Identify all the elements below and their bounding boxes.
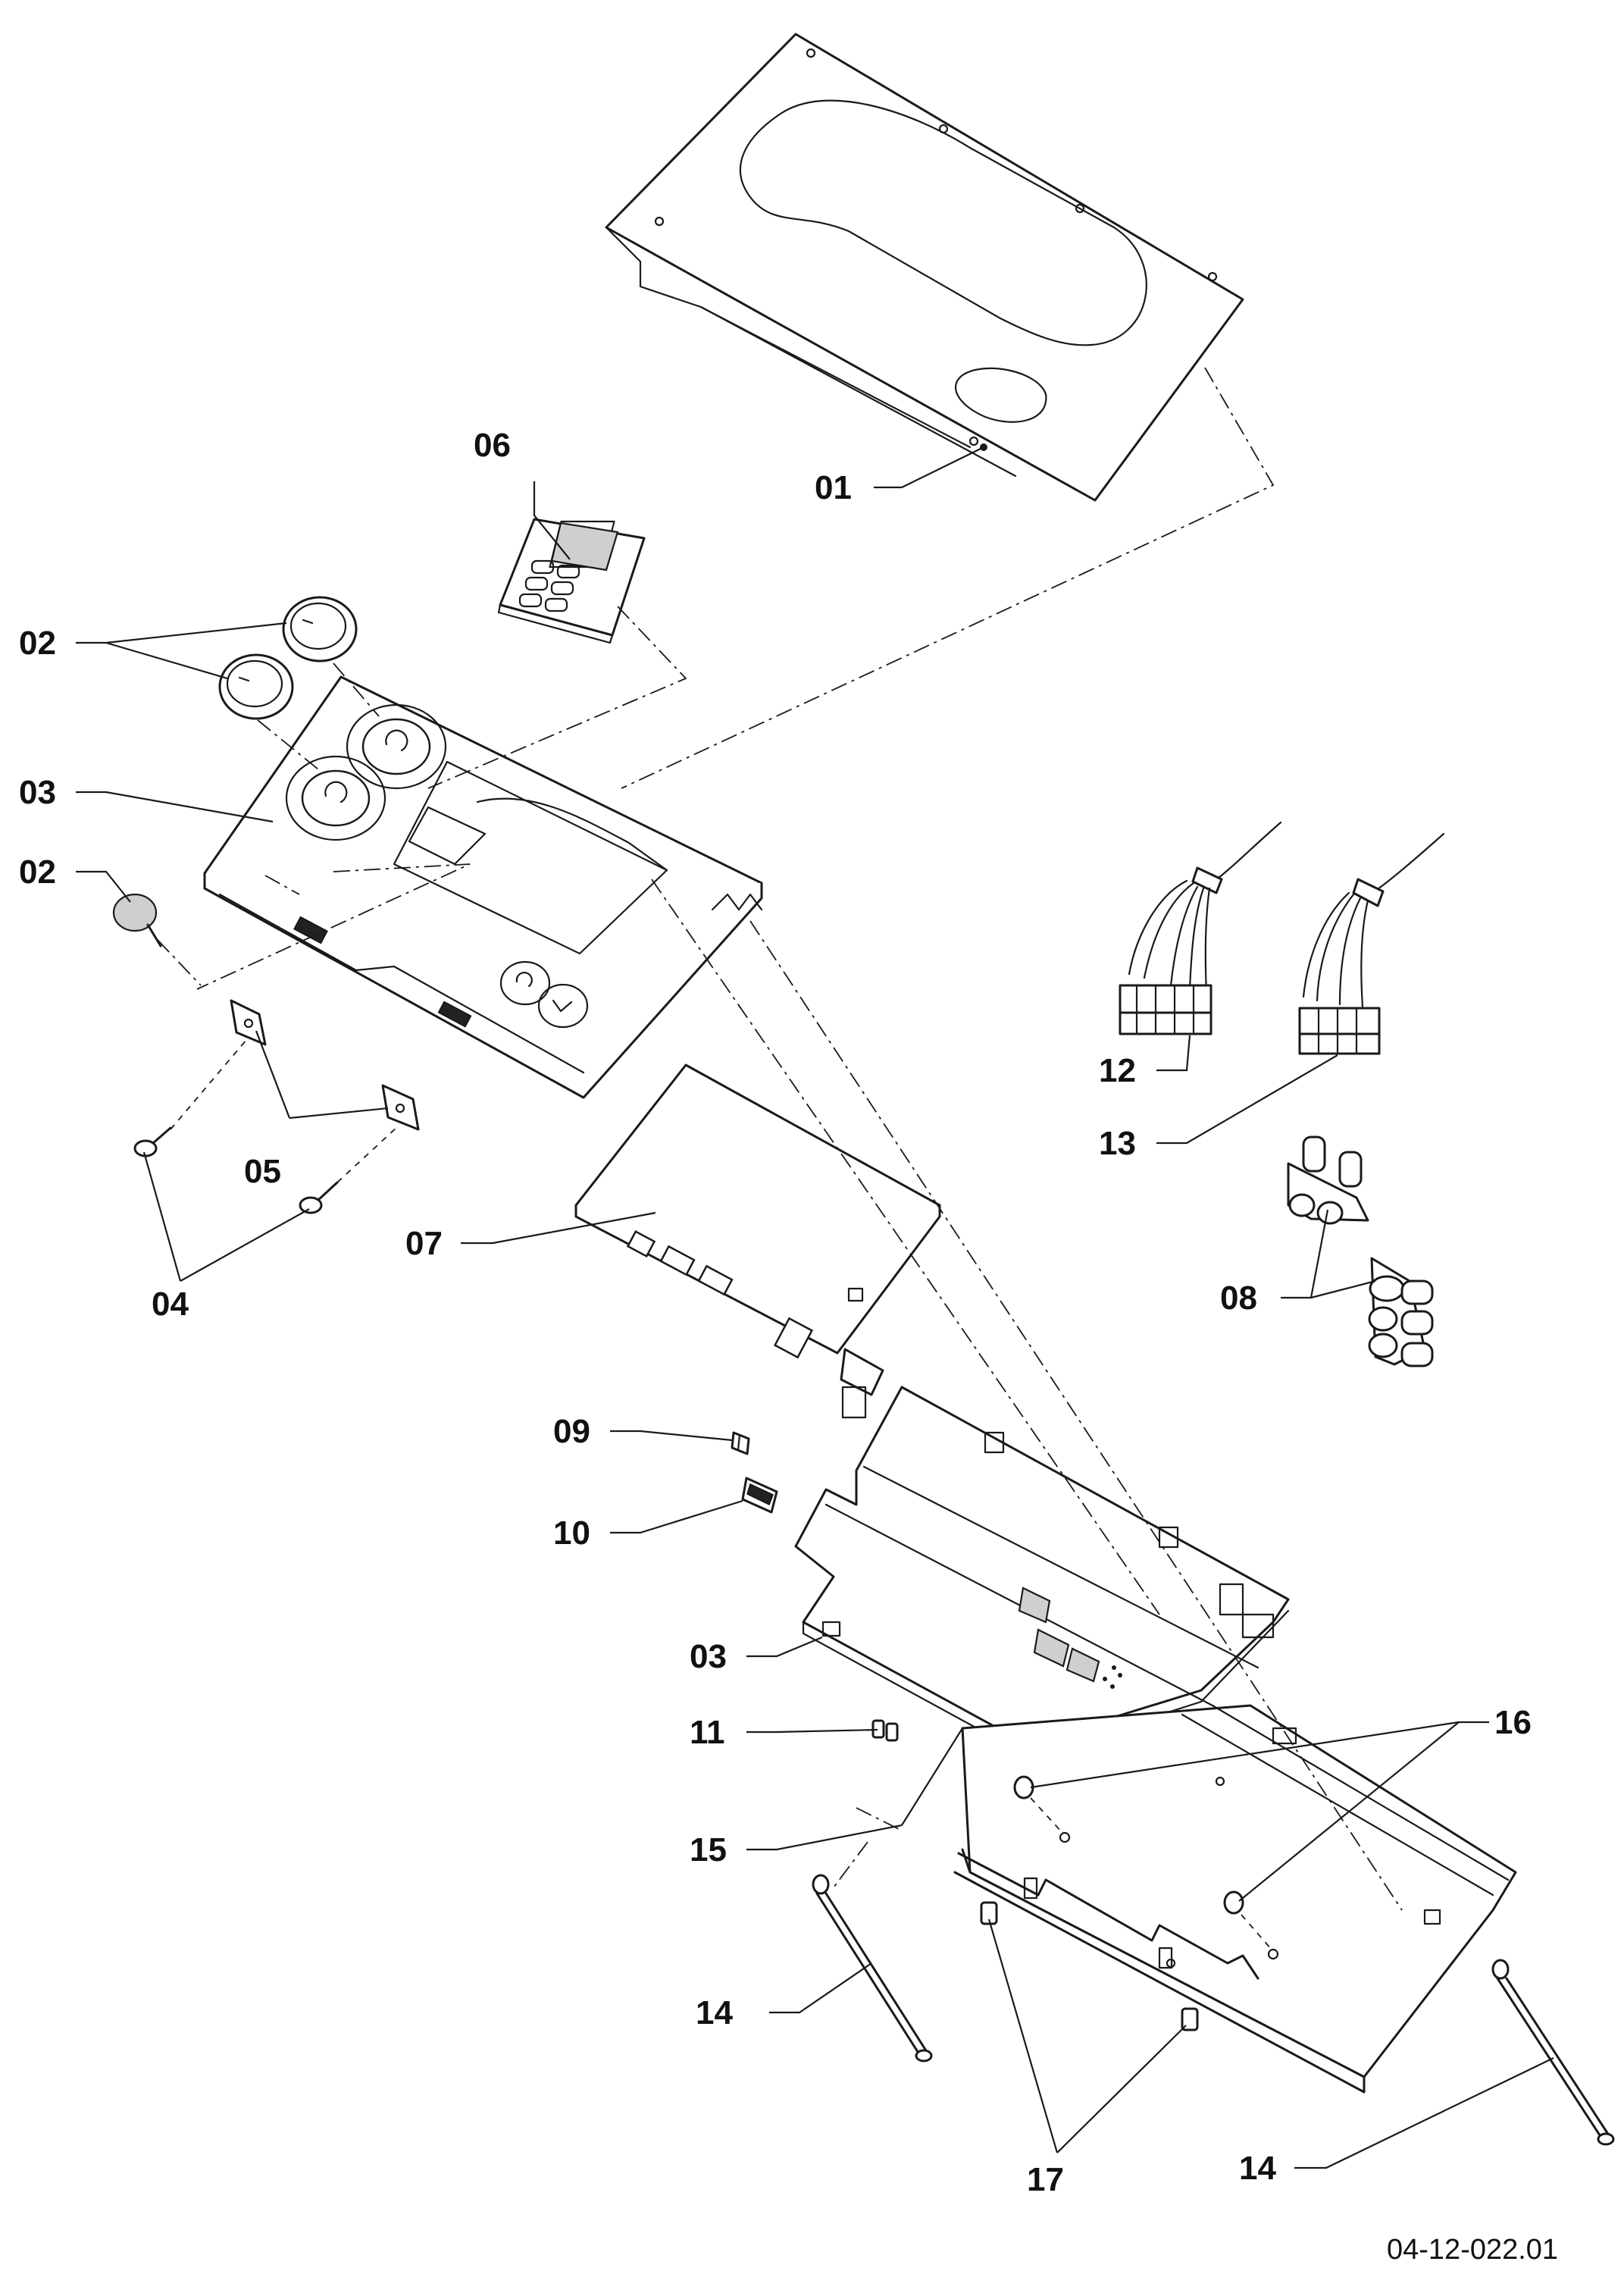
callout-08: 08 [1220, 1280, 1257, 1317]
leader-lines [76, 446, 1554, 2169]
callout-02-knobs: 02 [19, 625, 56, 662]
callout-02-key-knob: 02 [19, 854, 56, 891]
part-11-connector [871, 1719, 899, 1742]
part-04-screws [133, 1126, 339, 1214]
callout-16: 16 [1494, 1704, 1532, 1741]
callout-06: 06 [474, 427, 511, 464]
callout-14-right: 14 [1239, 2150, 1276, 2187]
part-10-connector [741, 1477, 778, 1514]
part-03-housing-tray [794, 1348, 1290, 1771]
part-05-clips [230, 999, 420, 1131]
assembly-lines [157, 367, 1403, 1950]
part-14-rods [812, 1874, 1615, 2146]
part-15-chassis [953, 1704, 1517, 2094]
callout-12: 12 [1099, 1052, 1136, 1089]
part-13-wire-harness [1298, 832, 1445, 1055]
part-06-control-module [497, 518, 646, 644]
callout-09: 09 [553, 1413, 590, 1450]
callout-10: 10 [553, 1514, 590, 1552]
part-17-feet [980, 1901, 1199, 2031]
callout-labels: 01 06 02 03 02 05 04 07 12 13 08 09 10 0… [19, 427, 1558, 2266]
part-09-connector [731, 1431, 750, 1455]
part-01-cover-plate [605, 33, 1244, 502]
callout-13: 13 [1099, 1125, 1136, 1162]
callout-04: 04 [152, 1286, 189, 1323]
callout-11: 11 [690, 1714, 725, 1751]
callout-03-housing-tray: 03 [690, 1638, 727, 1675]
callout-15: 15 [690, 1831, 727, 1868]
drawing-reference: 04-12-022.01 [1387, 2234, 1558, 2266]
callout-03-front-panel: 03 [19, 774, 56, 811]
part-12-wire-harness [1119, 821, 1282, 1035]
callout-14-left: 14 [696, 1994, 733, 2031]
part-03-front-panel [203, 675, 763, 1099]
callout-17: 17 [1027, 2161, 1064, 2198]
part-02-knobs [112, 596, 358, 948]
part-16-grommets [1013, 1775, 1279, 1960]
part-08-hose-connectors [1287, 1135, 1434, 1367]
callout-01: 01 [815, 469, 852, 506]
callout-05: 05 [244, 1153, 281, 1190]
callout-07: 07 [405, 1225, 443, 1262]
part-07-pcb [574, 1063, 941, 1359]
